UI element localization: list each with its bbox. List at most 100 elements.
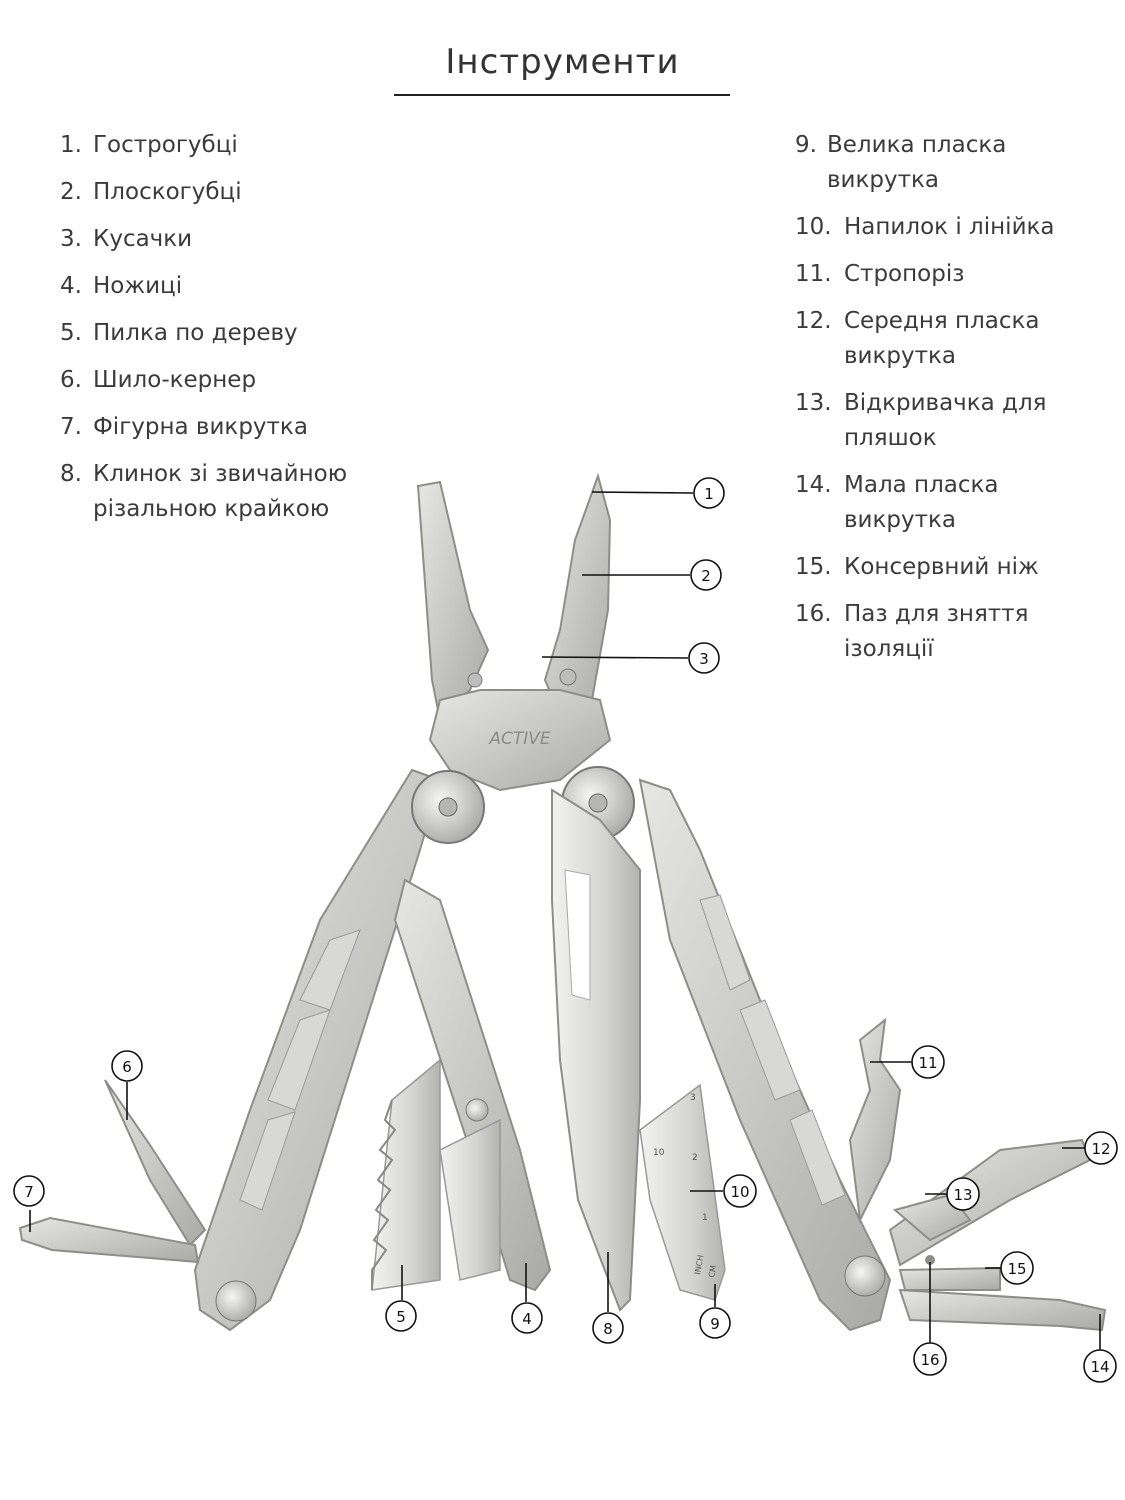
- tool-item: 4. Ножиці: [60, 269, 400, 304]
- tool-item: 6. Шило-кернер: [60, 363, 400, 398]
- callout-number: 2: [701, 567, 711, 585]
- tool-number: 14.: [795, 472, 832, 498]
- tool-item: 1.Гострогубці: [60, 128, 400, 163]
- callout-circle: [592, 1312, 624, 1344]
- main-blade: [551, 788, 641, 1312]
- callout-circle: [699, 1307, 731, 1339]
- callout-number: 3: [699, 650, 709, 668]
- title-underline: [394, 94, 730, 96]
- tool-number: 13.: [795, 390, 832, 416]
- tool-number: 8.: [60, 461, 82, 487]
- handle-pivot: [844, 1255, 886, 1297]
- callout-circle: [693, 477, 725, 509]
- handle-cutout: [789, 1109, 846, 1206]
- tool-number: 10.: [795, 214, 832, 240]
- ruler-tick: 3: [690, 1093, 696, 1103]
- callout-number: 15: [1007, 1260, 1026, 1278]
- callout-number: 12: [1091, 1140, 1110, 1158]
- tool-label: Пилка по дереву: [93, 320, 298, 346]
- tool-label: Середня пласка викрутка: [844, 308, 1040, 369]
- tool-number: 12.: [795, 308, 832, 334]
- tool-item: 15. Консервний ніж: [795, 550, 1105, 585]
- handle-cutout: [239, 1111, 296, 1211]
- tool-label: Велика пласка викрутка: [827, 132, 1007, 193]
- tool-number: 3.: [60, 226, 82, 252]
- ruler-inch-label: INCH: [693, 1254, 705, 1275]
- tool-item: 14. Мала пласка викрутка: [795, 468, 1105, 538]
- jaw-screw: [559, 668, 577, 686]
- tool-number: 6.: [60, 367, 82, 393]
- tool-list-left: 1.Гострогубці 2.Плоскогубці 3. Кусачки 4.…: [60, 128, 400, 539]
- tool-item: 12. Середня пласка викрутка: [795, 304, 1105, 374]
- callout-number: 13: [953, 1186, 972, 1204]
- callouts: 1 2 3 4 5 6 7 8 9 10 11 12 13 14 15 16: [13, 477, 1118, 1383]
- tool-label: Мала пласка викрутка: [844, 472, 999, 533]
- brand-logo: ACTIVE: [488, 729, 551, 749]
- leader-line: [541, 656, 689, 659]
- callout-number: 5: [396, 1308, 406, 1326]
- leader-line: [591, 491, 694, 494]
- callout-circle: [111, 1050, 143, 1082]
- left-handle: [193, 768, 442, 1332]
- tool-item: 9.Велика пласка викрутка: [795, 128, 1105, 198]
- callout-number: 8: [603, 1320, 613, 1338]
- callout-circle: [13, 1175, 45, 1207]
- wire-stripper-notch: [925, 1255, 935, 1265]
- tool-label: Стропоріз: [844, 261, 965, 287]
- tool-number: 4.: [60, 273, 82, 299]
- callout-lines: [29, 491, 1101, 1350]
- pivot-screw: [438, 797, 458, 817]
- tool-label: Фігурна викрутка: [93, 414, 308, 440]
- tool-label: Ножиці: [93, 273, 183, 299]
- awl: [104, 1079, 207, 1247]
- tool-label: Кусачки: [93, 226, 193, 252]
- tool-number: 15.: [795, 554, 832, 580]
- callout-circle: [946, 1177, 980, 1211]
- callout-number: 9: [710, 1315, 720, 1333]
- callout-number: 6: [122, 1058, 132, 1076]
- jaw-screw: [467, 672, 483, 688]
- tool-item: 16.Паз для зняття ізоляції: [795, 597, 1105, 667]
- handle-cutout: [267, 1009, 331, 1111]
- callout-circle: [1084, 1131, 1118, 1165]
- handle-cutout: [699, 894, 751, 991]
- handle-cutout: [739, 999, 801, 1101]
- callout-circle: [688, 642, 720, 674]
- callout-number: 7: [24, 1183, 34, 1201]
- tool-label: Гострогубці: [93, 132, 238, 158]
- callout-circle: [690, 559, 722, 591]
- callout-number: 1: [704, 485, 714, 503]
- scissors: [393, 878, 552, 1292]
- callout-number: 11: [918, 1054, 937, 1072]
- tool-label: Плоскогубці: [93, 179, 242, 205]
- tool-label: Шило-кернер: [93, 367, 257, 393]
- wood-saw: [371, 1058, 441, 1291]
- tool-item: 10.Напилок і лінійка: [795, 210, 1105, 245]
- tool-item: 2.Плоскогубці: [60, 175, 400, 210]
- scissors-pivot: [465, 1098, 489, 1122]
- small-flat-screwdriver: [898, 1288, 1107, 1332]
- tool-item: 5.Пилка по дереву: [60, 316, 400, 351]
- ruler-tick: 2: [692, 1153, 698, 1163]
- strap-cutter: [848, 1017, 902, 1224]
- ruler-tick: 10: [653, 1148, 665, 1158]
- handle-pivot: [215, 1280, 257, 1322]
- pliers-jaws: ACTIVE: [416, 472, 612, 792]
- tool-number: 16.: [795, 601, 832, 627]
- can-opener: [898, 1266, 1001, 1291]
- right-handle: [638, 778, 892, 1332]
- callout-circle: [913, 1342, 947, 1376]
- tool-item: 3. Кусачки: [60, 222, 400, 257]
- bottle-opener: [892, 1193, 972, 1242]
- tool-label: Консервний ніж: [844, 554, 1039, 580]
- tool-label: Відкривачка для пляшок: [844, 390, 1047, 451]
- callout-circle: [1083, 1349, 1117, 1383]
- tool-item: 8.Клинок зі звичайною різальною крайкою: [60, 457, 400, 527]
- callout-circle: [911, 1045, 945, 1079]
- tool-item: 11.Стропоріз: [795, 257, 1105, 292]
- tool-item: 13. Відкривачка для пляшок: [795, 386, 1105, 456]
- blade-thumb-hole: [564, 869, 591, 1001]
- tool-number: 7.: [60, 414, 82, 440]
- pivot-screw: [588, 793, 608, 813]
